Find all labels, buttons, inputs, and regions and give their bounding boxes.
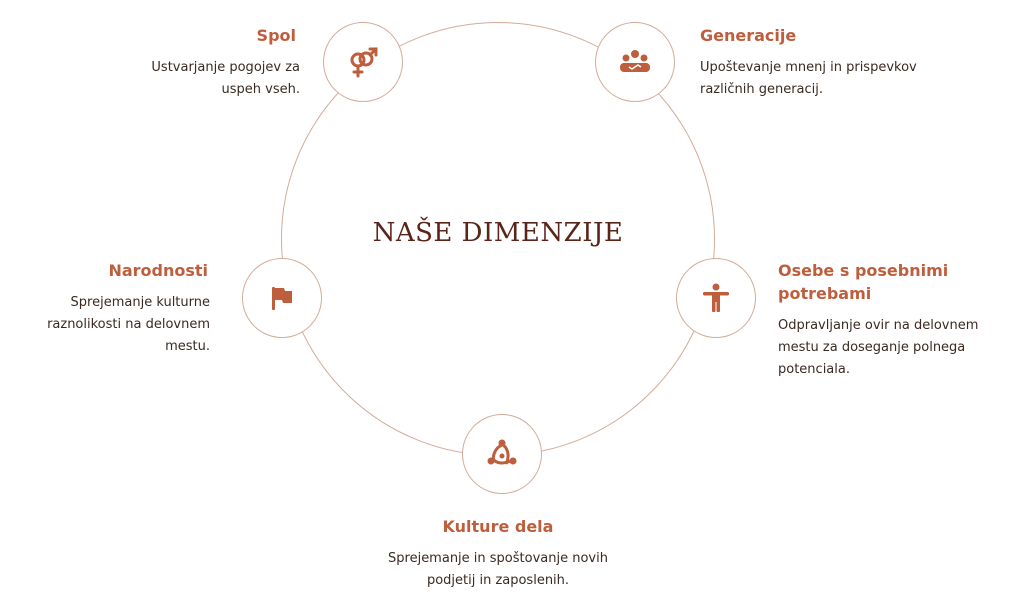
people-group-icon bbox=[620, 50, 650, 72]
spol-node bbox=[323, 22, 403, 102]
generacije-description: Upoštevanje mnenj in prispevkov različni… bbox=[700, 60, 917, 97]
osebe-description: Odpravljanje ovir na delovnem mestu za d… bbox=[778, 318, 979, 377]
kulture-title: Kulture dela bbox=[442, 517, 554, 536]
accessibility-person-icon bbox=[703, 283, 729, 312]
spol-title: Spol bbox=[256, 26, 296, 45]
generacije-node bbox=[595, 22, 675, 102]
gender-icon bbox=[350, 47, 378, 78]
generacije-title: Generacije bbox=[700, 26, 797, 45]
narodnosti-title: Narodnosti bbox=[108, 261, 208, 280]
narodnosti-description: Sprejemanje kulturne raznolikosti na del… bbox=[47, 295, 210, 354]
osebe-node bbox=[676, 258, 756, 338]
kulture-description: Sprejemanje in spoštovanje novih podjeti… bbox=[388, 551, 608, 588]
flag-icon bbox=[272, 287, 292, 310]
spol-description: Ustvarjanje pogojev za uspeh vseh. bbox=[151, 60, 300, 97]
osebe-title: Osebe s posebnimi potrebami bbox=[778, 261, 949, 303]
diagram-title: NAŠE DIMENZIJE bbox=[372, 218, 624, 248]
kulture-node bbox=[462, 414, 542, 494]
narodnosti-node bbox=[242, 258, 322, 338]
connected-people-icon bbox=[487, 439, 517, 465]
